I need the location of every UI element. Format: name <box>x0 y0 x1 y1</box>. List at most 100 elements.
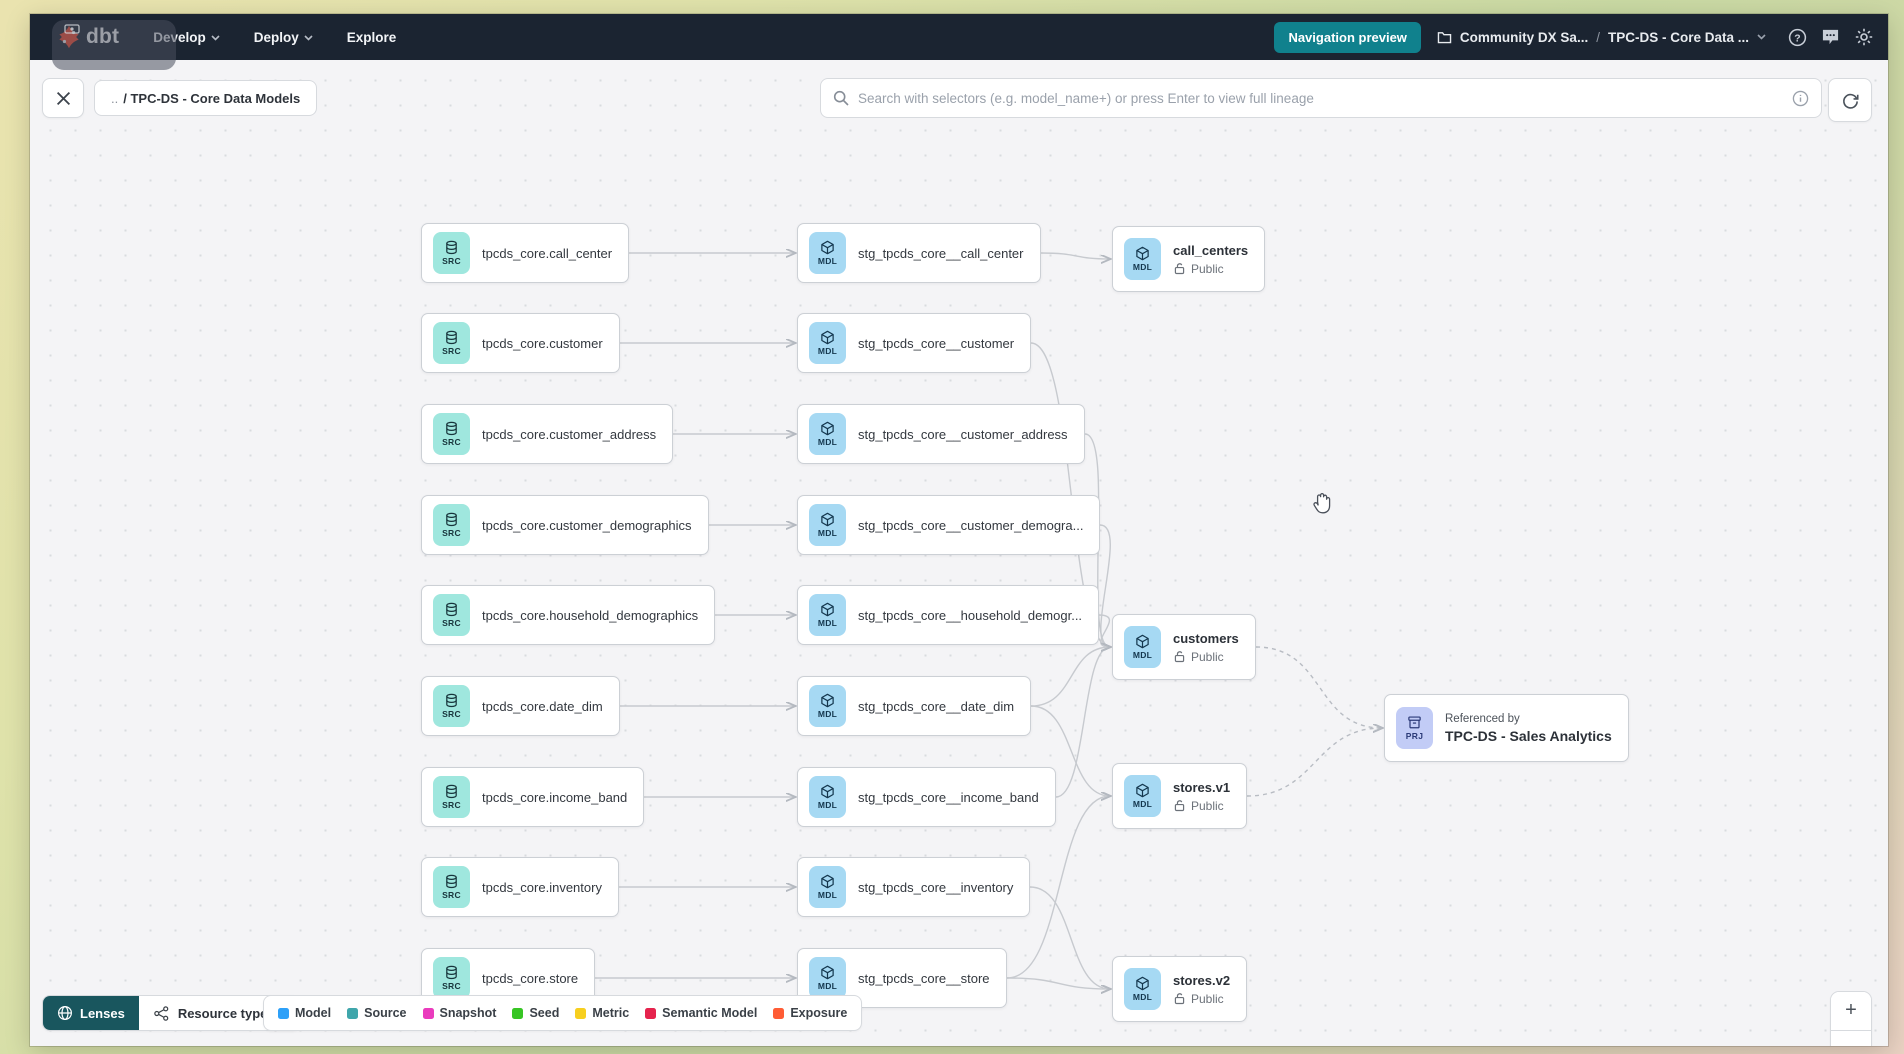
lineage-edge <box>1029 886 1110 989</box>
node-label: tpcds_core.customer_demographics <box>482 517 692 533</box>
breadcrumb-page[interactable]: TPC-DS - Core Data ... <box>1607 29 1749 45</box>
help-icon[interactable]: ? <box>1788 28 1807 47</box>
lineage-edge <box>1030 647 1110 707</box>
node-label: TPC-DS - Sales Analytics <box>1445 727 1612 744</box>
legend-item-model: Model <box>278 1006 331 1020</box>
lenses-button[interactable]: Lenses <box>43 996 139 1030</box>
resource-type-icon <box>154 1005 169 1021</box>
navbar-icons: ? <box>1788 27 1874 47</box>
node-type-badge: PRJ <box>1396 707 1433 749</box>
cube-icon <box>821 240 834 255</box>
settings-gear-icon[interactable] <box>1854 27 1874 47</box>
legend-swatch <box>773 1007 785 1019</box>
lineage-node-prj[interactable]: PRJ Referenced by TPC-DS - Sales Analytics <box>1384 694 1629 762</box>
database-icon <box>446 965 457 980</box>
lineage-edge <box>1040 252 1110 259</box>
nav-menu: Develop Deploy Explore <box>153 30 396 45</box>
node-type-badge: MDL <box>809 776 846 818</box>
chevron-down-icon[interactable] <box>1757 34 1766 40</box>
lineage-edge <box>1099 524 1110 647</box>
navbar-right: Navigation preview Community DX Sa... / … <box>1274 21 1874 53</box>
node-label: tpcds_core.store <box>482 970 579 986</box>
node-label: stg_tpcds_core__household_demogr... <box>858 607 1083 623</box>
screen-capture-overlay <box>52 20 176 70</box>
top-navbar: dbt Develop Deploy Explore Navigation pr… <box>30 14 1888 60</box>
node-type-badge: SRC <box>433 413 470 455</box>
breadcrumb-project[interactable]: Community DX Sa... <box>1459 29 1589 45</box>
close-lineage-button[interactable] <box>42 78 84 118</box>
node-label: stg_tpcds_core__call_center <box>858 245 1024 261</box>
node-label: stg_tpcds_core__date_dim <box>858 698 1015 714</box>
database-icon <box>446 784 457 799</box>
lineage-node-m4[interactable]: MDL stg_tpcds_core__household_demogr... <box>797 585 1100 645</box>
referenced-by-label: Referenced by <box>1445 712 1520 725</box>
unlock-icon <box>1174 263 1185 275</box>
node-label: stores.v2 <box>1173 972 1231 988</box>
cube-icon <box>1136 783 1149 798</box>
node-type-badge: MDL <box>809 957 846 999</box>
database-icon <box>446 421 457 436</box>
refresh-lineage-button[interactable] <box>1828 78 1872 122</box>
zoom-controls: + − <box>1830 991 1872 1046</box>
nav-item-explore[interactable]: Explore <box>346 29 397 45</box>
feedback-icon[interactable] <box>1821 28 1840 46</box>
node-type-badge: SRC <box>433 504 470 546</box>
nav-item-deploy[interactable]: Deploy <box>254 30 313 45</box>
lineage-breadcrumb[interactable]: .. / TPC-DS - Core Data Models <box>94 80 318 116</box>
legend-swatch <box>512 1007 524 1019</box>
unlock-icon <box>1174 651 1185 663</box>
cube-icon <box>821 421 834 436</box>
chevron-down-icon <box>304 35 313 41</box>
node-type-badge: SRC <box>433 685 470 727</box>
lineage-node-s3[interactable]: SRC tpcds_core.customer_demographics <box>421 495 709 555</box>
lineage-node-m8[interactable]: MDL stg_tpcds_core__store <box>797 948 1007 1008</box>
lenses-icon <box>57 1005 73 1021</box>
zoom-out-button[interactable]: − <box>1831 1030 1871 1046</box>
node-label: stg_tpcds_core__customer_address <box>858 426 1068 442</box>
legend-swatch <box>278 1007 289 1019</box>
search-input[interactable] <box>858 90 1783 106</box>
unlock-icon <box>1174 800 1185 812</box>
zoom-in-button[interactable]: + <box>1831 992 1871 1031</box>
database-icon <box>446 602 457 617</box>
node-type-badge: SRC <box>433 232 470 274</box>
cube-icon <box>821 874 834 889</box>
app-window: dbt Develop Deploy Explore Navigation pr… <box>30 14 1888 1046</box>
navigation-preview-button[interactable]: Navigation preview <box>1274 21 1421 53</box>
node-type-badge: MDL <box>809 322 846 364</box>
lineage-edge <box>1246 728 1382 797</box>
public-access-badge: Public <box>1173 992 1230 1006</box>
public-access-badge: Public <box>1173 262 1248 276</box>
cube-icon <box>821 965 834 980</box>
node-type-badge: MDL <box>809 594 846 636</box>
unlock-icon <box>1174 993 1185 1005</box>
lineage-node-m2[interactable]: MDL stg_tpcds_core__customer_address <box>797 404 1085 464</box>
public-access-badge: Public <box>1173 799 1230 813</box>
cube-icon <box>821 784 834 799</box>
node-label: tpcds_core.income_band <box>482 789 628 805</box>
node-label: stg_tpcds_core__store <box>858 970 990 986</box>
info-icon[interactable] <box>1792 90 1809 107</box>
node-label: stg_tpcds_core__customer_demogra... <box>858 517 1084 533</box>
node-type-badge: MDL <box>809 413 846 455</box>
chevron-down-icon <box>211 35 220 41</box>
node-type-badge: SRC <box>433 594 470 636</box>
